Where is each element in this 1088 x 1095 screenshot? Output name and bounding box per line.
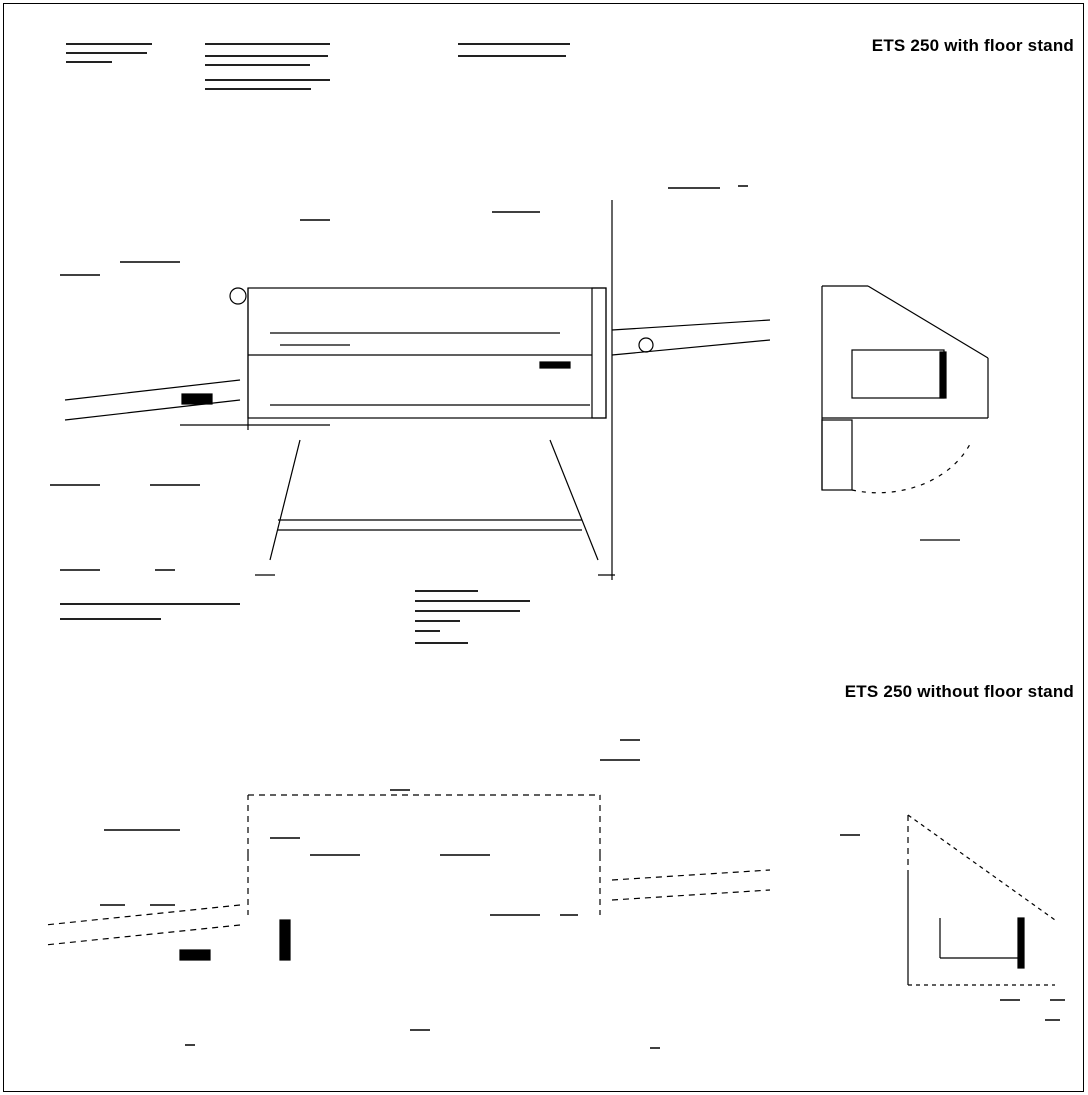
heading-with-floor-stand: ETS 250 with floor stand — [871, 36, 1074, 55]
illegible-annotation-blocks — [60, 43, 570, 644]
end-view-without-stand — [907, 814, 1056, 986]
side-view-with-stand — [64, 200, 771, 580]
bottom-mount-mark — [179, 949, 211, 961]
side-view-without-stand — [44, 794, 771, 946]
end-view-with-stand — [821, 285, 989, 541]
bottom-bracket-mark — [279, 919, 291, 961]
heading-without-floor-stand: ETS 250 without floor stand — [844, 682, 1074, 701]
faded-fragments — [50, 185, 1065, 1049]
